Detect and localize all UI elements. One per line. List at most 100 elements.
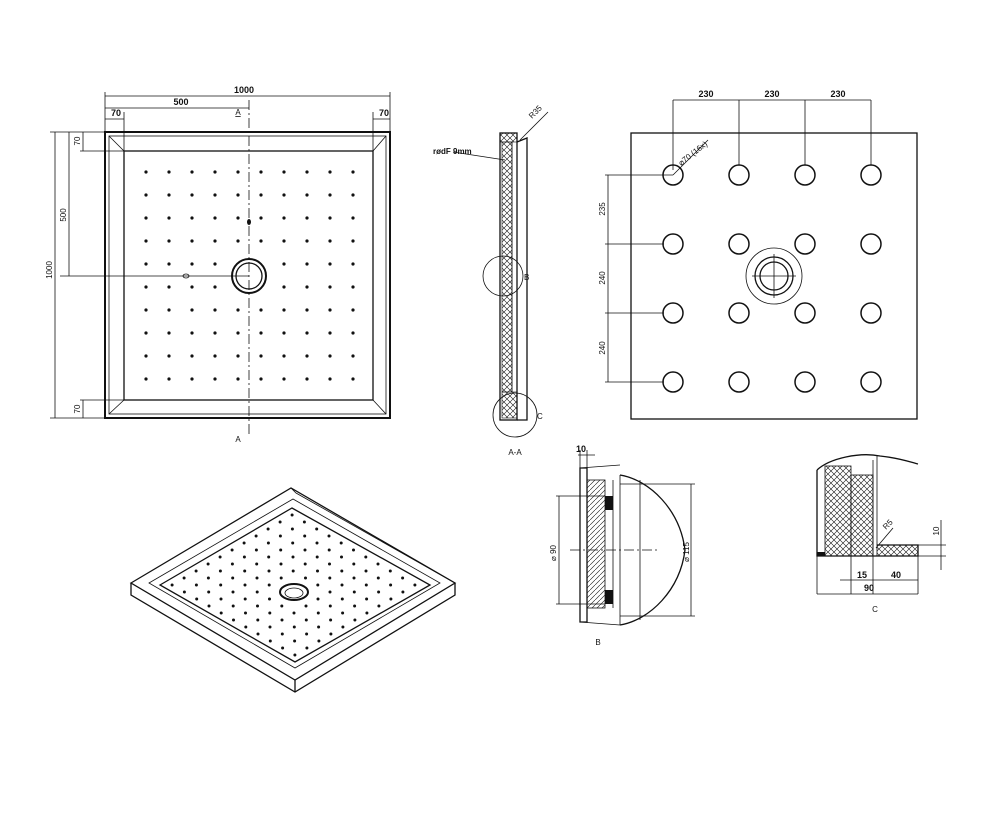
detail-c-dim-total: 90 <box>864 583 874 593</box>
iso-dot <box>352 548 355 552</box>
iso-dot <box>364 555 368 559</box>
iso-drain <box>279 583 309 601</box>
iso-basin <box>158 507 432 663</box>
core-hatch <box>501 141 513 393</box>
anti-slip-dot <box>282 193 286 197</box>
anti-slip-dot <box>167 377 171 381</box>
anti-slip-dot <box>328 193 332 197</box>
anti-slip-dot <box>190 262 194 266</box>
anti-slip-dot <box>259 331 263 335</box>
anti-slip-dot <box>236 354 240 358</box>
iso-dot <box>268 625 272 629</box>
detail-b-thread-top <box>605 496 613 510</box>
iso-dot <box>244 611 247 615</box>
iso-dot <box>268 611 272 615</box>
iso-dot <box>305 632 309 636</box>
dim-rim-right: 70 <box>379 108 389 118</box>
anti-slip-dot <box>351 170 355 174</box>
anti-slip-dot <box>282 239 286 243</box>
anti-slip-dot <box>351 216 355 220</box>
anti-slip-dot <box>351 377 355 381</box>
iso-dot <box>280 632 284 636</box>
iso-dot <box>364 569 368 573</box>
dim-y-spacing-3: 240 <box>598 341 607 355</box>
iso-dot <box>219 583 223 587</box>
anti-slip-dot <box>213 377 217 381</box>
iso-dot <box>291 541 295 545</box>
anti-slip-dot <box>213 193 217 197</box>
iso-dot <box>231 576 235 580</box>
iso-dot <box>376 576 380 580</box>
iso-dot <box>267 583 271 587</box>
anti-slip-dot <box>167 262 171 266</box>
iso-dot <box>353 618 357 622</box>
detail-b-flange <box>586 479 606 609</box>
anti-slip-dot <box>351 331 355 335</box>
anti-slip-dot <box>213 216 217 220</box>
anti-slip-dot <box>328 354 332 358</box>
anti-slip-dot <box>167 170 171 174</box>
detail-c-dim-left: 15 <box>857 570 867 580</box>
anti-slip-dot <box>190 354 194 358</box>
iso-dot <box>232 618 235 622</box>
bottom-outline <box>630 132 918 420</box>
iso-dot <box>206 562 210 566</box>
dim-half-height: 500 <box>59 208 68 222</box>
anti-slip-dot <box>282 285 286 289</box>
iso-dot <box>244 625 248 629</box>
dim-y-spacing-1: 235 <box>598 202 607 216</box>
iso-dot <box>242 541 246 545</box>
iso-dot <box>365 597 369 601</box>
anti-slip-dot <box>236 331 240 335</box>
iso-dot <box>388 569 392 573</box>
iso-dot <box>170 583 174 587</box>
anti-slip-dot <box>190 285 194 289</box>
iso-dot <box>255 590 259 594</box>
detail-b-dim-top: 10 <box>576 444 586 454</box>
detail-c-dim-height: 10 <box>932 526 941 535</box>
detail-b: 10 ⌀ 90 ⌀ 115 B <box>549 444 695 647</box>
anti-slip-dot-grid <box>144 170 355 381</box>
iso-dot <box>254 534 258 538</box>
iso-dot <box>305 646 309 650</box>
material-label: rødF 9mm <box>433 147 472 156</box>
anti-slip-dot <box>144 354 148 358</box>
anti-slip-dot <box>305 354 309 358</box>
iso-dot <box>327 548 331 552</box>
anti-slip-dot <box>305 377 309 381</box>
iso-dot <box>340 569 344 573</box>
iso-dot <box>267 569 271 573</box>
anti-slip-dot <box>259 193 263 197</box>
anti-slip-dot <box>144 262 148 266</box>
anti-slip-dot <box>213 331 217 335</box>
iso-dot <box>267 555 271 559</box>
iso-dot <box>206 576 210 580</box>
anti-slip-dot <box>259 354 263 358</box>
iso-dot <box>329 632 333 636</box>
iso-dot <box>376 562 380 566</box>
iso-dot <box>280 618 284 622</box>
rim-corner-lines <box>108 135 387 415</box>
detail-b-circle <box>482 255 524 297</box>
anti-slip-dot <box>190 308 194 312</box>
iso-dot <box>278 520 282 524</box>
section-marker-bottom: A <box>235 435 241 444</box>
detail-c-radius-label: R5 <box>881 517 895 531</box>
anti-slip-dot <box>328 170 332 174</box>
anti-slip-dot <box>144 285 148 289</box>
detail-c-break-line <box>816 454 919 471</box>
iso-dot <box>293 653 297 657</box>
iso-dot <box>328 576 332 580</box>
iso-dot <box>328 604 332 608</box>
anti-slip-dot <box>190 170 194 174</box>
iso-dot <box>254 548 258 552</box>
iso-dot <box>317 625 321 629</box>
anti-slip-dot <box>351 193 355 197</box>
iso-dot <box>302 520 306 524</box>
anti-slip-dot <box>328 308 332 312</box>
iso-dot <box>182 590 186 594</box>
iso-dot <box>328 590 332 594</box>
iso-dot <box>315 541 319 545</box>
iso-dot <box>281 646 285 650</box>
